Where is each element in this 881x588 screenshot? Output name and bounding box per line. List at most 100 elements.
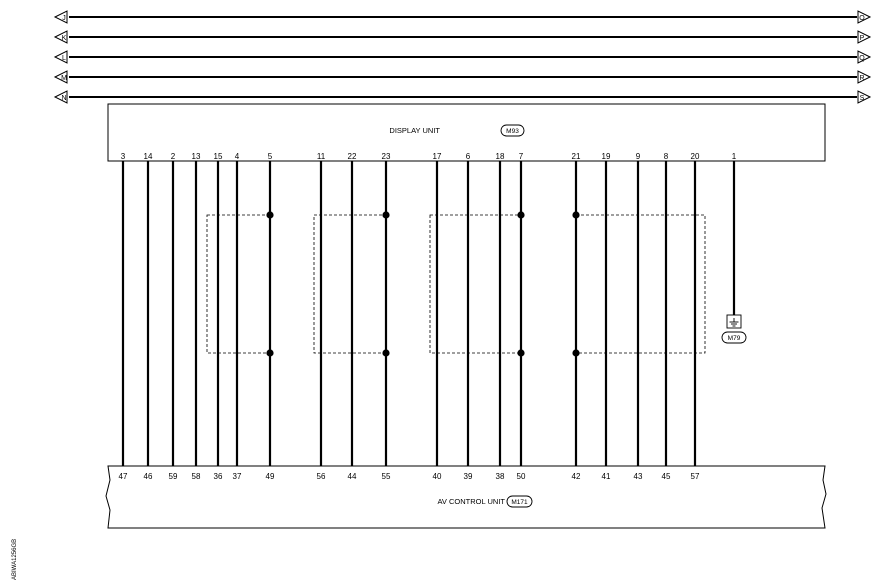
shield-box [313, 214, 387, 354]
splices [266, 211, 580, 357]
wire: 1 [732, 152, 737, 315]
splice-dot [382, 211, 390, 219]
splice-dot [572, 349, 580, 357]
splice-dot [266, 211, 274, 219]
pin-bottom: 59 [169, 472, 178, 481]
pin-bottom: 50 [517, 472, 526, 481]
wire: 2 59 [169, 152, 178, 481]
pin-bottom: 41 [602, 472, 611, 481]
wires: 3471446259135815364375491156224423551740… [119, 152, 737, 481]
shield-box [575, 214, 706, 354]
wire: 549 [266, 152, 275, 481]
pin-top: 15 [214, 152, 223, 161]
bus-end-left-marker [53, 10, 68, 24]
wire: 11 56 [317, 152, 326, 481]
pin-top: 4 [235, 152, 240, 161]
splice-dot [572, 211, 580, 219]
pin-bottom: 36 [214, 472, 223, 481]
pin-bottom: 37 [233, 472, 242, 481]
pin-bottom: 46 [144, 472, 153, 481]
wire: 22 44 [348, 152, 357, 481]
pin-bottom: 39 [464, 472, 473, 481]
bus-label-left: J [62, 15, 66, 22]
wire: 845 [662, 152, 671, 481]
ground-icon: M79 [721, 314, 747, 344]
bus-end-left-marker [53, 30, 68, 44]
av-control-unit-connector: M171 [511, 499, 528, 506]
splice-dot [517, 211, 525, 219]
shield-box [429, 214, 522, 354]
pin-bottom: 56 [317, 472, 326, 481]
bus-label-right: P [860, 35, 865, 42]
pin-bottom: 55 [382, 472, 391, 481]
splice-dot [517, 349, 525, 357]
bus-end-left-marker [53, 50, 68, 64]
bus-label-left: K [62, 35, 67, 42]
splice-dot [266, 349, 274, 357]
bus-label-right: S [860, 95, 865, 102]
wire: 21 42 [572, 152, 581, 481]
shield-groups [206, 214, 706, 354]
pin-top: 3 [121, 152, 126, 161]
pin-top: 23 [382, 152, 391, 161]
pin-bottom: 44 [348, 472, 357, 481]
pin-bottom: 47 [119, 472, 128, 481]
wire: 3 47 [119, 152, 128, 481]
pin-top: 20 [691, 152, 700, 161]
pin-top: 6 [466, 152, 471, 161]
shield-box [206, 214, 271, 354]
bus-label-right: O [859, 15, 865, 22]
pin-top: 11 [317, 152, 326, 161]
wire: 4 37 [233, 152, 242, 481]
bus-end-left-marker [53, 70, 68, 84]
pin-top: 22 [348, 152, 357, 161]
av-control-unit: AV CONTROL UNIT M171 [105, 465, 827, 529]
bus-label-left: N [61, 95, 66, 102]
pin-top: 2 [171, 152, 176, 161]
pin-bottom: 42 [572, 472, 581, 481]
pin-bottom: 57 [691, 472, 700, 481]
pin-top: 7 [519, 152, 524, 161]
wire: 23 55 [382, 152, 391, 481]
wire: 6 39 [464, 152, 473, 481]
bus-label-left: M [61, 75, 67, 82]
wire: 14 46 [144, 152, 153, 481]
pin-bottom: 38 [496, 472, 505, 481]
bus-label-right: Q [859, 55, 865, 62]
pin-top: 17 [433, 152, 442, 161]
bus-label-left: L [62, 55, 66, 62]
pin-top: 14 [144, 152, 153, 161]
ground-connector: M79 [728, 335, 741, 342]
bus-end-right-marker [857, 30, 872, 44]
bus-label-right: R [859, 75, 864, 82]
bus-end-right-marker [857, 50, 872, 64]
pin-top: 8 [664, 152, 669, 161]
bus-end-right-marker [857, 90, 872, 104]
pin-top: 21 [572, 152, 581, 161]
pin-bottom: 40 [433, 472, 442, 481]
pin-top: 9 [636, 152, 641, 161]
bus-end-right-marker [857, 70, 872, 84]
bus-end-left-marker [53, 90, 68, 104]
display-unit: DISPLAY UNIT M93 [107, 103, 826, 162]
pin-top: 5 [268, 152, 273, 161]
pin-top: 1 [732, 152, 737, 161]
wire: 943 [634, 152, 643, 481]
display-unit-connector: M93 [506, 128, 519, 135]
pin-bottom: 58 [192, 472, 201, 481]
wire: 7 50 [517, 152, 526, 481]
figure-id: ABIWA1256GB [12, 539, 18, 580]
splice-dot [382, 349, 390, 357]
